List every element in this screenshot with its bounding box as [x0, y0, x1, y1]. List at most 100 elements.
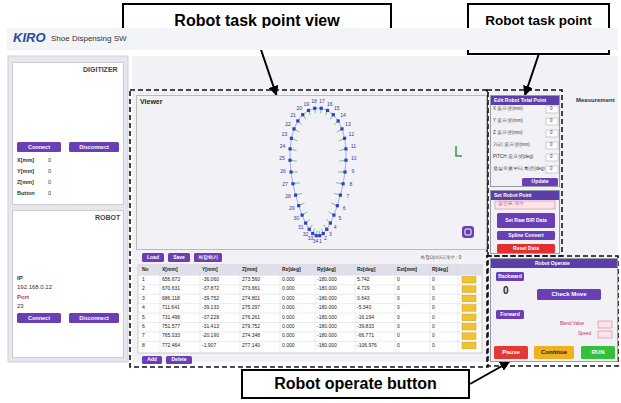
- operate-panel: Robot OperateBackwardCheck MoveForwardPa…: [490, 258, 618, 362]
- ui-label: 0: [550, 107, 553, 112]
- point-number: 19: [304, 102, 310, 108]
- table-header: Ry[deg]: [317, 267, 336, 273]
- button: Spline Convert: [497, 231, 555, 240]
- table-cell: 711.641: [162, 305, 180, 311]
- table-cell: 0.000: [282, 296, 295, 302]
- button: Disconnect: [69, 313, 119, 323]
- table-header-bg: [138, 265, 482, 275]
- ui-label: Z 오프셋(mm): [493, 131, 523, 136]
- table-header: Rx[deg]: [282, 267, 301, 273]
- ui-label: X 오프셋(mm): [493, 107, 523, 112]
- ui-label: Y 오프셋(mm): [493, 119, 523, 124]
- table-header: No: [142, 267, 149, 273]
- point-number: 22: [285, 122, 291, 128]
- axis-glyph: [456, 146, 462, 156]
- table-cell: 0.000: [282, 305, 295, 311]
- table-cell: 5.742: [357, 277, 370, 283]
- table-cell: -39.133: [202, 305, 219, 311]
- point-number: 25: [279, 156, 285, 162]
- speed-field: [598, 331, 612, 338]
- button-label: Forward: [500, 312, 520, 318]
- table-cell: 7: [142, 333, 145, 339]
- button-label: Update: [532, 179, 549, 185]
- point-number: 15: [334, 107, 340, 113]
- ui-label: 0: [48, 157, 51, 163]
- table-cell: -20.190: [202, 333, 219, 339]
- point-count-field: [495, 201, 555, 209]
- button: Continue: [534, 346, 574, 359]
- table-header: Z[mm]: [242, 267, 257, 273]
- ui-label: 0: [48, 190, 51, 196]
- point-number: 26: [280, 169, 286, 175]
- button-label: Robot task point view: [174, 12, 339, 30]
- point-number: 10: [351, 156, 357, 162]
- button-label: Connect: [28, 315, 50, 321]
- button: RUN: [581, 346, 615, 359]
- table-cell: -180.000: [317, 315, 337, 321]
- table-cell: 0: [432, 296, 435, 302]
- table-cell: 0: [432, 277, 435, 283]
- point-number: 12: [349, 132, 355, 138]
- button-label: Check Move: [551, 291, 586, 298]
- table-cell: 0: [432, 343, 435, 349]
- table-cell: 0: [397, 286, 400, 292]
- ui-label: Z[mm]: [17, 179, 34, 185]
- table-cell: 0: [432, 333, 435, 339]
- panel-title: Set Robot Point: [494, 193, 532, 199]
- button-label: Robot operate button: [274, 375, 437, 393]
- button: Connect: [17, 313, 61, 323]
- ui-label: 0: [550, 143, 553, 148]
- point-number: 1: [319, 239, 322, 245]
- table-cell: 273.661: [242, 286, 260, 292]
- settings-panel: Set Robot PointSet Raw B/R DataSpline Co…: [490, 190, 560, 254]
- point-number: 20: [296, 107, 302, 113]
- panel-title: Edit Robot Total Point: [494, 98, 546, 104]
- table-cell: -180.000: [317, 296, 337, 302]
- table-header: X[mm]: [162, 267, 178, 273]
- table-cell: 772.464: [162, 343, 180, 349]
- point-number: 29: [289, 206, 295, 212]
- ui-label: Measurement: [576, 97, 615, 104]
- ui-label: Blend Value: [560, 322, 584, 327]
- table-cell: 279.752: [242, 324, 260, 330]
- panel-title: Robot Operate: [535, 261, 570, 267]
- point-number: 6: [343, 206, 346, 212]
- button: Disconnect: [69, 142, 119, 152]
- ui-label: 0: [550, 131, 553, 136]
- point-number: 13: [345, 122, 351, 128]
- callout-arrow: [525, 55, 539, 95]
- table-cell: -106.976: [357, 343, 377, 349]
- table-cell: -5.340: [357, 305, 371, 311]
- ui-label: 192.168.0.12: [17, 284, 52, 291]
- button-label: Delete: [171, 357, 186, 363]
- table-cell: -180.000: [317, 333, 337, 339]
- button-label: Disconnect: [79, 315, 109, 321]
- viewer-points: [288, 107, 347, 238]
- blend-field: [598, 321, 612, 328]
- point-number: 24: [280, 144, 286, 150]
- table-cell: -180.000: [317, 324, 337, 330]
- button-label: Backward: [498, 274, 522, 280]
- table-cell: 275.297: [242, 305, 260, 311]
- ui-label: 0: [550, 119, 553, 124]
- table-cell: -37.229: [202, 315, 219, 321]
- button: Pause: [494, 346, 528, 359]
- table-cell: 0: [432, 286, 435, 292]
- table-cell: -39.833: [357, 324, 374, 330]
- button: Add: [142, 356, 162, 364]
- point-number: 7: [347, 195, 350, 201]
- table-header: Y[mm]: [202, 267, 218, 273]
- button: Load: [142, 253, 164, 262]
- point-number: 14: [340, 113, 346, 119]
- panel-title: Viewer: [140, 98, 162, 106]
- button: Reset Data: [497, 244, 555, 253]
- button: Set Raw B/R Data: [497, 213, 555, 228]
- button: Save: [168, 253, 190, 262]
- table-cell: 276.261: [242, 315, 260, 321]
- table-cell: 0.000: [282, 343, 295, 349]
- ui-label: 측정데이터개수 : 0: [420, 256, 461, 261]
- panel-title: ROBOT: [95, 214, 120, 222]
- point-number: 18: [311, 100, 317, 106]
- table-cell: 0.000: [282, 315, 295, 321]
- app-header: KIROShoe Dispensing SW: [7, 28, 618, 50]
